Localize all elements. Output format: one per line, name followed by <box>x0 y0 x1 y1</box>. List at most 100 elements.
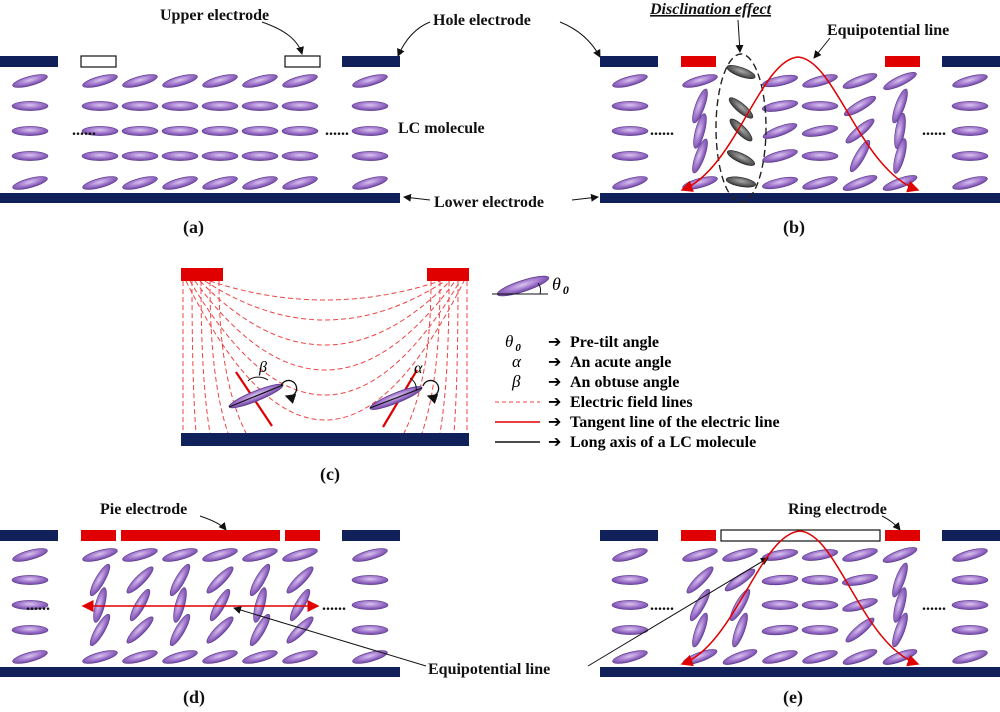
lc-molecule <box>761 574 799 586</box>
lc-molecule <box>162 650 198 664</box>
equipotential-line-e <box>680 530 920 667</box>
equipotential-label-bottom: Equipotential line <box>428 661 550 678</box>
lc-molecule <box>612 74 648 88</box>
panel-label-c: (c) <box>320 464 340 485</box>
lc-molecule <box>951 575 989 585</box>
lc-molecule <box>722 548 758 562</box>
lc-molecule <box>169 563 191 597</box>
panel-b: Disclination effect Equipotential line .… <box>600 1 1000 238</box>
lc-molecule <box>761 100 799 112</box>
lc-molecule <box>802 176 838 190</box>
ring-electrode <box>885 530 920 541</box>
ellipsis-left-d: ...... <box>26 597 50 614</box>
upper-electrode-right-c <box>427 268 469 281</box>
lc-molecule <box>802 650 838 664</box>
lc-molecule <box>249 563 271 597</box>
lc-molecule <box>611 151 649 161</box>
lc-molecule <box>121 126 159 136</box>
rotation-arrow-right <box>422 379 440 404</box>
hole-electrode-right-d <box>342 530 400 541</box>
lc-molecule <box>842 649 878 665</box>
field-line <box>199 280 451 346</box>
lc-molecule <box>81 126 119 136</box>
alpha-symbol-c: α <box>414 360 423 377</box>
lc-molecule <box>951 625 989 635</box>
lc-molecule <box>693 113 707 149</box>
hole-electrode-right-b <box>942 56 1000 67</box>
long-axis-left <box>228 384 284 408</box>
lc-molecule <box>762 176 798 190</box>
lc-molecule <box>686 566 714 594</box>
hole-electrode-left <box>0 56 58 67</box>
lc-molecule <box>761 624 799 636</box>
ellipsis-right: ...... <box>325 122 349 139</box>
upper-electrode-left-d <box>81 530 116 541</box>
legend-item: ➔Electric field lines <box>495 392 693 411</box>
lc-molecule <box>762 650 798 664</box>
legend-arrow-icon: ➔ <box>548 412 561 431</box>
field-line <box>453 280 459 434</box>
legend-symbol: α <box>512 352 522 371</box>
upper-electrode-label: Upper electrode <box>160 7 269 24</box>
lc-molecule <box>121 151 159 161</box>
lc-molecule <box>612 650 648 664</box>
lc-molecule <box>11 101 49 111</box>
lc-molecule <box>893 587 907 623</box>
legend-text: An acute angle <box>570 354 671 371</box>
lc-molecule <box>281 151 319 161</box>
lc-molecule <box>126 566 154 594</box>
field-line <box>209 280 441 301</box>
lc-molecule <box>892 88 908 124</box>
lc-molecule <box>722 649 758 665</box>
field-line <box>191 280 197 434</box>
lc-molecule <box>352 548 388 562</box>
lc-molecule <box>89 563 111 597</box>
lc-molecule <box>882 175 918 191</box>
pretilt-molecule-icon <box>496 275 550 297</box>
legend-symbol: β <box>511 372 521 391</box>
disclination-label: Disclination effect <box>649 1 772 18</box>
hole-electrode-left-d <box>0 530 58 541</box>
lc-molecule <box>81 151 119 161</box>
lc-molecule <box>351 625 389 635</box>
legend-text: Pre-tilt angle <box>570 334 659 351</box>
upper-electrode-right-b <box>885 56 920 67</box>
lc-molecule <box>242 650 278 664</box>
lc-molecule <box>206 566 234 594</box>
legend-item: ➔Tangent line of the electric line <box>495 412 780 431</box>
field-line <box>439 280 450 434</box>
lc-molecule <box>762 149 798 163</box>
lower-electrode-c <box>181 433 469 446</box>
lc-molecule <box>952 548 988 562</box>
lc-molecule <box>845 617 875 643</box>
lc-molecule <box>892 612 908 648</box>
field-line <box>209 280 229 434</box>
lc-molecule <box>612 548 648 562</box>
lc-molecule <box>126 616 154 644</box>
legend-text: Long axis of a LC molecule <box>570 434 756 451</box>
lc-molecule <box>242 74 278 88</box>
upper-electrode-left-c <box>181 268 223 281</box>
panel-label-b: (b) <box>783 217 805 238</box>
lc-molecule <box>801 575 839 585</box>
lc-molecule <box>849 139 871 173</box>
lc-molecule <box>11 625 49 635</box>
lc-molecule <box>801 600 839 610</box>
lc-molecule <box>801 125 839 137</box>
lc-molecule <box>692 138 708 174</box>
lc-molecule <box>161 101 199 111</box>
lc-molecule <box>89 613 111 647</box>
lc-molecule <box>951 600 989 610</box>
panel-e: Ring electrode ...... ...... (e) <box>600 501 1000 708</box>
lc-molecule <box>351 600 389 610</box>
lc-molecule <box>882 547 918 563</box>
lc-molecule <box>162 176 198 190</box>
legend-arrow-icon: ➔ <box>548 352 561 371</box>
lower-electrode <box>0 193 400 203</box>
disclination-molecule <box>726 150 756 166</box>
lc-molecule <box>611 575 649 585</box>
panel-a: ...... ...... Upper electrode (a) <box>0 7 400 238</box>
field-line <box>204 280 446 321</box>
lc-molecule <box>206 616 234 644</box>
